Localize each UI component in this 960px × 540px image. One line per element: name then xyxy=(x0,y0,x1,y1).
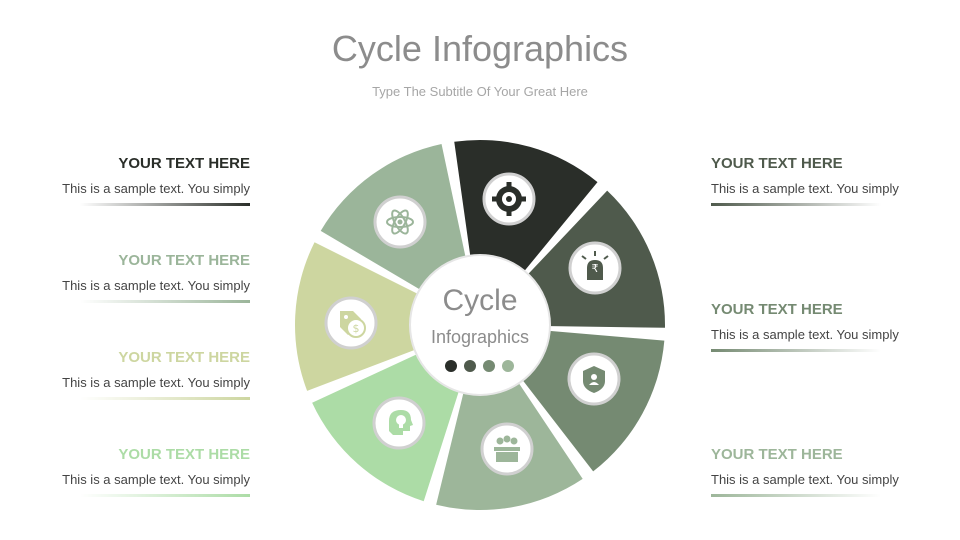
right-block-underline xyxy=(711,349,881,352)
right-block-1: YOUR TEXT HERE This is a sample text. Yo… xyxy=(711,155,911,206)
right-block-underline xyxy=(711,203,881,206)
left-block-text: This is a sample text. You simply xyxy=(62,375,250,390)
right-block-3: YOUR TEXT HERE This is a sample text. Yo… xyxy=(711,446,911,497)
center-subtitle: Infographics xyxy=(431,327,529,347)
page-subtitle: Type The Subtitle Of Your Great Here xyxy=(372,84,588,99)
right-block-heading: YOUR TEXT HERE xyxy=(711,301,843,318)
left-block-heading: YOUR TEXT HERE xyxy=(118,252,250,269)
left-block-text: This is a sample text. You simply xyxy=(62,278,250,293)
left-block-1: YOUR TEXT HERE This is a sample text. Yo… xyxy=(50,155,250,206)
center-dots xyxy=(445,360,514,372)
money-coin-icon: $ xyxy=(324,296,378,350)
page-title: Cycle Infographics xyxy=(331,28,629,69)
left-block-4: YOUR TEXT HERE This is a sample text. Yo… xyxy=(50,446,250,497)
left-block-underline xyxy=(80,397,250,400)
shield-user-icon xyxy=(567,352,621,406)
center-dot xyxy=(464,360,476,372)
left-block-heading: YOUR TEXT HERE xyxy=(118,349,250,366)
meeting-group-icon xyxy=(480,422,534,476)
left-block-2: YOUR TEXT HERE This is a sample text. Yo… xyxy=(50,252,250,303)
left-block-heading: YOUR TEXT HERE xyxy=(118,155,250,172)
right-block-underline xyxy=(711,494,881,497)
left-block-underline xyxy=(80,494,250,497)
center-title: Cycle xyxy=(442,284,517,317)
hand-rupee-icon: ₹ xyxy=(568,241,622,295)
svg-text:₹: ₹ xyxy=(592,262,599,275)
right-block-text: This is a sample text. You simply xyxy=(711,181,899,196)
atom-icon xyxy=(373,195,427,249)
center-circle xyxy=(409,254,551,396)
right-block-heading: YOUR TEXT HERE xyxy=(711,155,843,172)
right-block-2: YOUR TEXT HERE This is a sample text. Yo… xyxy=(711,301,911,352)
left-block-heading: YOUR TEXT HERE xyxy=(118,446,250,463)
head-lightbulb-icon xyxy=(372,396,426,450)
left-block-text: This is a sample text. You simply xyxy=(62,181,250,196)
center-dot xyxy=(445,360,457,372)
right-block-text: This is a sample text. You simply xyxy=(711,472,899,487)
center-dot xyxy=(483,360,495,372)
gear-person-icon xyxy=(482,172,536,226)
left-block-text: This is a sample text. You simply xyxy=(62,472,250,487)
left-block-underline xyxy=(80,203,250,206)
left-block-3: YOUR TEXT HERE This is a sample text. Yo… xyxy=(50,349,250,400)
cycle-diagram: 01020304050607 Cycle Infographics ₹ xyxy=(295,140,665,510)
svg-text:$: $ xyxy=(353,322,360,335)
center-dot xyxy=(502,360,514,372)
right-block-heading: YOUR TEXT HERE xyxy=(711,446,843,463)
right-block-text: This is a sample text. You simply xyxy=(711,327,899,342)
left-block-underline xyxy=(80,300,250,303)
